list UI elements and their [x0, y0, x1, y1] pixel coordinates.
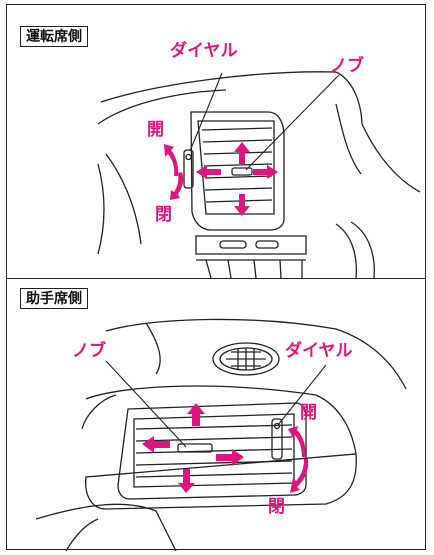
driver-open-label: 開 [147, 120, 164, 140]
driver-vent-illustration [97, 71, 421, 278]
driver-knob-label: ノブ [330, 56, 364, 76]
passenger-open-label: 開 [300, 403, 317, 423]
passenger-section-title: 助手席側 [20, 288, 88, 309]
driver-dial-label: ダイヤル [170, 41, 238, 61]
passenger-side-panel [6, 278, 426, 551]
passenger-close-label: 閉 [268, 497, 285, 517]
passenger-vent-illustration [35, 318, 407, 551]
driver-side-panel [6, 4, 426, 278]
passenger-dial-label: ダイヤル [285, 341, 353, 361]
driver-close-label: 閉 [155, 205, 172, 225]
passenger-knob-label: ノブ [72, 341, 106, 361]
driver-section-title: 運転席側 [20, 26, 88, 47]
